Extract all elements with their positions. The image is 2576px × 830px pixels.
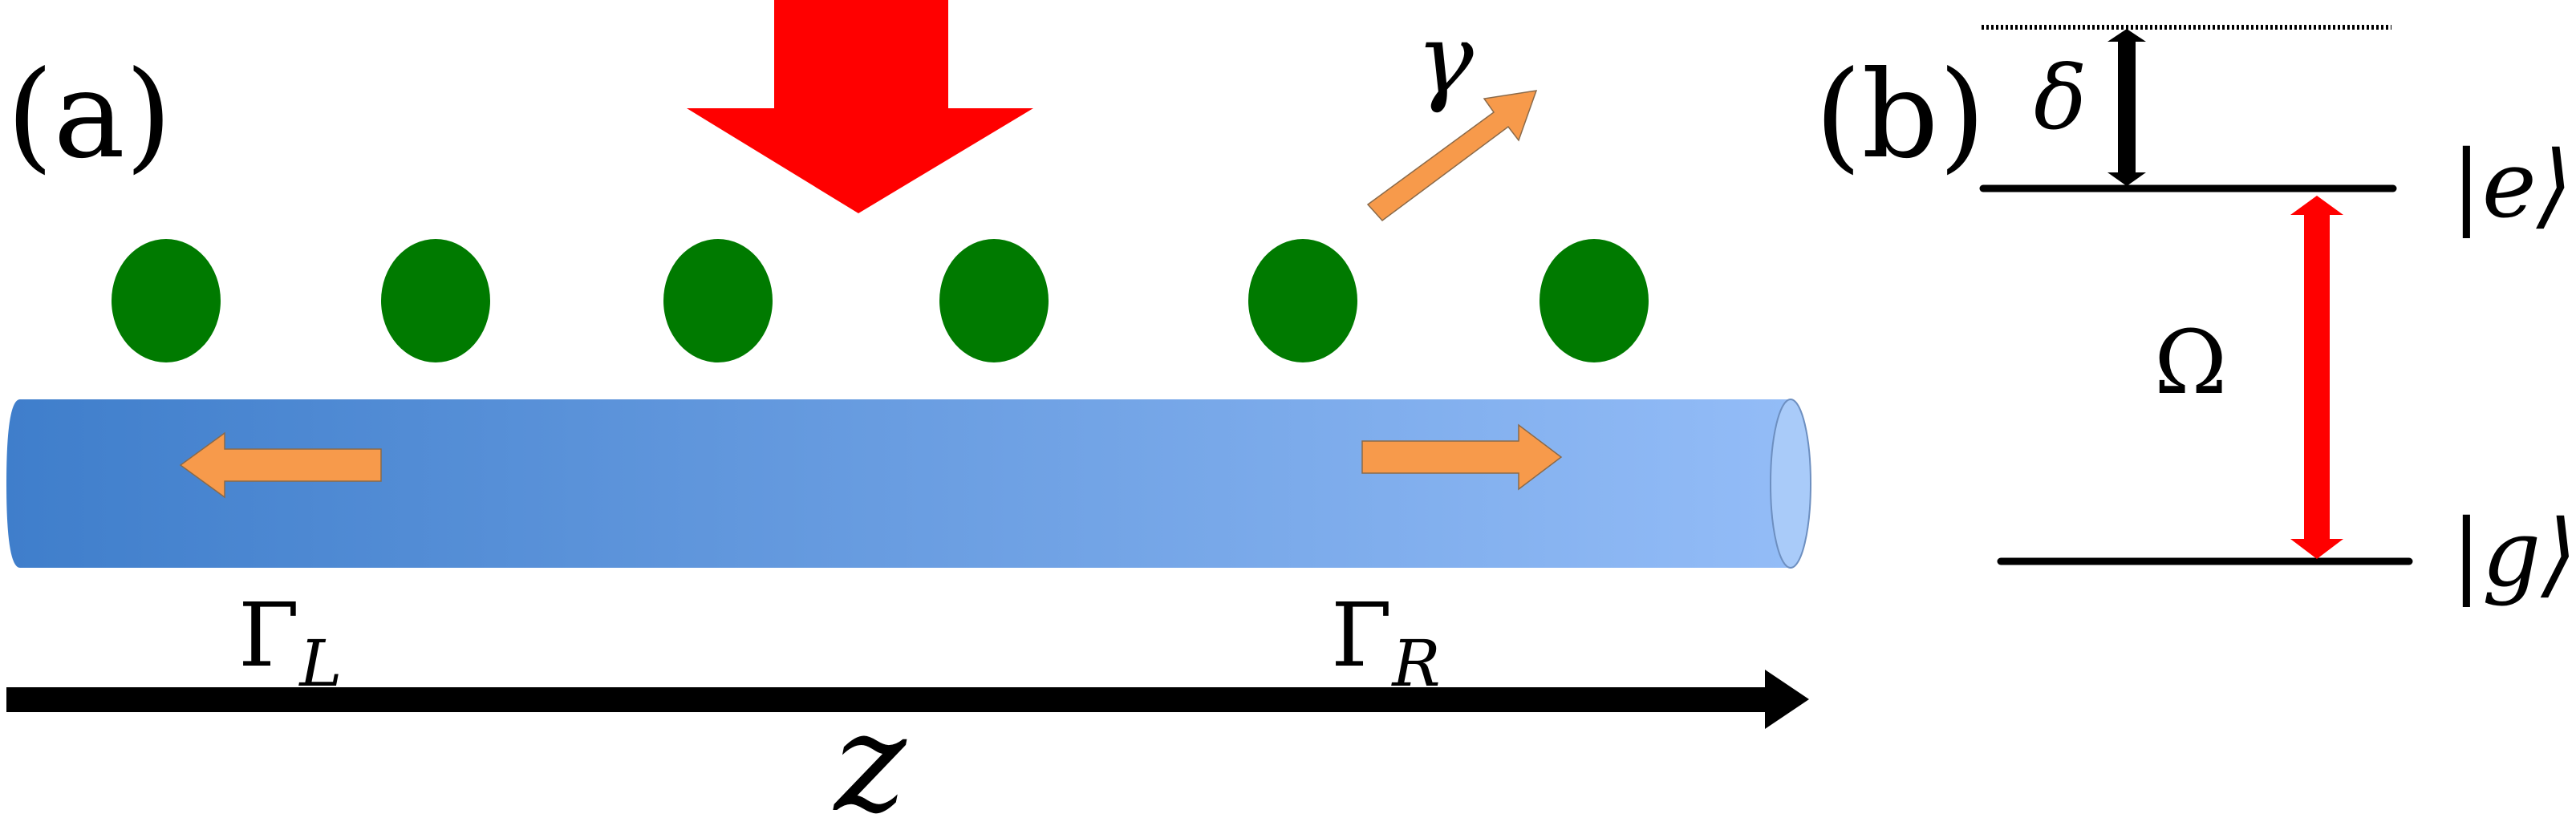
atom	[663, 239, 773, 362]
atom	[1248, 239, 1357, 362]
gamma-L-label: ΓL	[238, 584, 342, 701]
pump-arrow	[687, 0, 1033, 213]
excited-state-label: |e⟩	[2451, 132, 2573, 239]
detuning-arrow	[2107, 29, 2146, 186]
gamma-R-label: ΓR	[1331, 584, 1441, 701]
atom-array	[112, 239, 1649, 362]
panel-a-label: (a)	[6, 46, 172, 185]
gamma-label: γ	[1416, 4, 1474, 115]
spontaneous-emission-arrow	[1366, 90, 1538, 222]
right-emission-arrow	[1361, 423, 1563, 491]
omega-label: Ω	[2154, 311, 2227, 414]
waveguide	[6, 399, 1811, 569]
z-axis-arrow	[6, 670, 1809, 729]
atom	[112, 239, 221, 362]
waveguide-end	[1770, 399, 1811, 569]
atom	[1540, 239, 1649, 362]
ground-state-label: |g⟩	[2451, 500, 2576, 608]
rabi-drive-arrow	[2290, 196, 2343, 559]
panel-b-label: (b)	[1815, 46, 1986, 185]
delta-label: δ	[2034, 47, 2087, 149]
z-axis-label: z	[833, 684, 907, 830]
left-emission-arrow	[179, 431, 382, 499]
atom	[939, 239, 1049, 362]
atom	[381, 239, 490, 362]
